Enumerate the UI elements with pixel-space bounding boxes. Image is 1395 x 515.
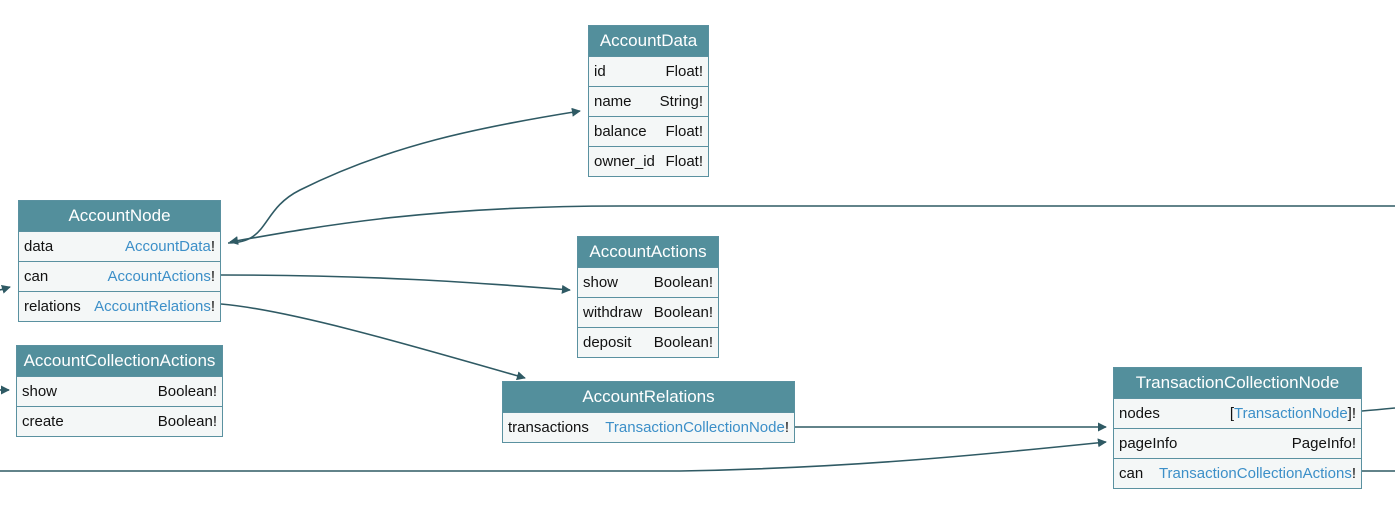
field-type: TransactionCollectionNode! <box>605 419 789 436</box>
type-suffix: ! <box>784 419 789 436</box>
field-name: show <box>22 383 58 400</box>
field-row: data AccountData! <box>19 231 220 261</box>
type-suffix: ! <box>1351 465 1356 482</box>
field-type: AccountData! <box>125 238 215 255</box>
node-title: AccountNode <box>19 201 220 231</box>
field-name: can <box>1119 465 1144 482</box>
field-type: Boolean! <box>653 334 713 351</box>
field-type: Boolean! <box>653 304 713 321</box>
field-row: withdraw Boolean! <box>578 297 718 327</box>
edge-out-nodes <box>1361 407 1395 412</box>
field-name: show <box>583 274 619 291</box>
field-type: Boolean! <box>653 274 713 291</box>
type-reference-link[interactable]: TransactionNode <box>1233 405 1348 422</box>
field-row: show Boolean! <box>17 376 222 406</box>
type-suffix: ]! <box>1347 405 1356 422</box>
type-reference-link[interactable]: AccountRelations <box>94 298 211 315</box>
field-row: name String! <box>589 86 708 116</box>
field-type: TransactionCollectionActions! <box>1159 465 1356 482</box>
field-name: create <box>22 413 64 430</box>
field-type: Boolean! <box>157 383 217 400</box>
edge-account-actions <box>220 274 571 294</box>
field-name: data <box>24 238 54 255</box>
field-name: pageInfo <box>1119 435 1178 452</box>
field-row: pageInfo PageInfo! <box>1114 428 1361 458</box>
field-name: nodes <box>1119 405 1160 422</box>
node-account-data: AccountData id Float! name String! balan… <box>588 25 709 177</box>
field-row: deposit Boolean! <box>578 327 718 357</box>
type-suffix: ! <box>210 238 215 255</box>
field-type: Float! <box>665 153 703 170</box>
node-account-collection-actions: AccountCollectionActions show Boolean! c… <box>16 345 223 437</box>
type-prefix: [ <box>1229 405 1234 422</box>
type-reference-link[interactable]: AccountData <box>124 238 211 255</box>
node-title: AccountRelations <box>503 382 794 412</box>
field-type: Boolean! <box>157 413 217 430</box>
field-type: [TransactionNode]! <box>1230 405 1356 422</box>
edge-incoming-account-node <box>0 285 11 294</box>
type-reference-link[interactable]: TransactionCollectionNode <box>605 419 785 436</box>
field-name: name <box>594 93 632 110</box>
field-row: show Boolean! <box>578 267 718 297</box>
edge-account-data <box>227 107 581 244</box>
field-name: deposit <box>583 334 632 351</box>
type-suffix: ! <box>210 268 215 285</box>
field-name: transactions <box>508 419 589 436</box>
field-name: balance <box>594 123 647 140</box>
node-title: AccountActions <box>578 237 718 267</box>
field-row: can AccountActions! <box>19 261 220 291</box>
node-transaction-collection-node: TransactionCollectionNode nodes [Transac… <box>1113 367 1362 489</box>
field-name: relations <box>24 298 81 315</box>
field-name: owner_id <box>594 153 655 170</box>
type-reference-link[interactable]: TransactionCollectionActions <box>1158 465 1352 482</box>
field-type: Float! <box>665 123 703 140</box>
field-row: transactions TransactionCollectionNode! <box>503 412 794 442</box>
field-row: id Float! <box>589 56 708 86</box>
field-row: owner_id Float! <box>589 146 708 176</box>
field-type: PageInfo! <box>1291 435 1356 452</box>
node-title: AccountData <box>589 26 708 56</box>
field-type: AccountRelations! <box>94 298 215 315</box>
field-row: relations AccountRelations! <box>19 291 220 321</box>
edge-into-page-info <box>0 438 1107 472</box>
edge-account-relations <box>220 303 526 381</box>
field-name: withdraw <box>583 304 643 321</box>
field-name: id <box>594 63 606 80</box>
type-suffix: ! <box>210 298 215 315</box>
node-title: TransactionCollectionNode <box>1114 368 1361 398</box>
node-account-node: AccountNode data AccountData! can Accoun… <box>18 200 221 322</box>
field-row: balance Float! <box>589 116 708 146</box>
edge-into-account-node-data <box>229 205 1395 246</box>
field-type: String! <box>659 93 703 110</box>
field-name: can <box>24 268 49 285</box>
type-reference-link[interactable]: AccountActions <box>107 268 211 285</box>
node-account-actions: AccountActions show Boolean! withdraw Bo… <box>577 236 719 358</box>
node-title: AccountCollectionActions <box>17 346 222 376</box>
node-account-relations: AccountRelations transactions Transactio… <box>502 381 795 443</box>
field-row: can TransactionCollectionActions! <box>1114 458 1361 488</box>
field-type: AccountActions! <box>107 268 215 285</box>
field-row: create Boolean! <box>17 406 222 436</box>
field-type: Float! <box>665 63 703 80</box>
field-row: nodes [TransactionNode]! <box>1114 398 1361 428</box>
